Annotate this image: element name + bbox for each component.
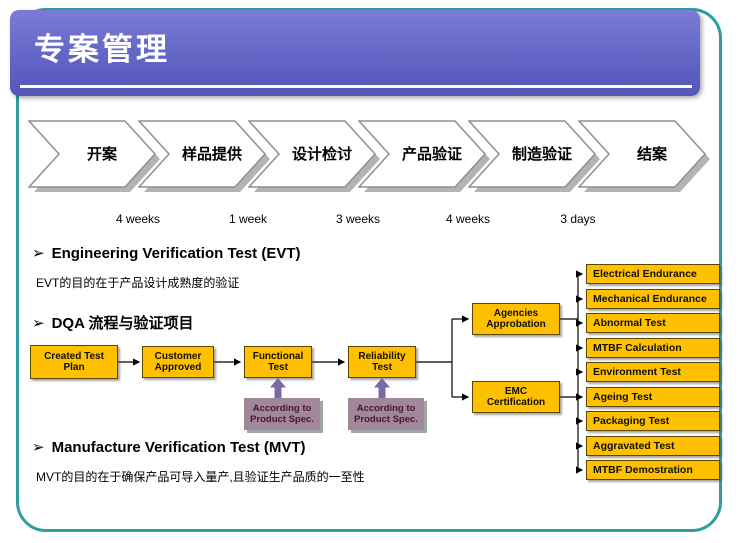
process-step: 产品验证 xyxy=(358,120,492,194)
flow-node-reliability-test: Reliability Test xyxy=(348,346,416,378)
process-step-label: 产品验证 xyxy=(401,145,462,163)
arrow-bullet-icon: ➢ xyxy=(32,244,45,262)
test-box: Mechanical Endurance xyxy=(586,289,720,309)
process-step: 结案 xyxy=(578,120,712,194)
slide-title: 专案管理 xyxy=(34,32,170,68)
duration-label: 3 weeks xyxy=(335,212,381,226)
mvt-heading: ➢ Manufacture Verification Test (MVT) xyxy=(32,438,306,456)
slide-border xyxy=(16,8,722,532)
test-box: Abnormal Test xyxy=(586,313,720,333)
dqa-heading-text: DQA 流程与验证项目 xyxy=(51,315,194,332)
process-step-label: 样品提供 xyxy=(181,145,242,163)
process-step: 样品提供 xyxy=(138,120,272,194)
process-step: 设计检讨 xyxy=(248,120,382,194)
chevron-shape xyxy=(468,120,600,192)
process-flow: 开案 样品提供 设计检讨 产品验证 xyxy=(28,120,728,210)
test-box: Environment Test xyxy=(586,362,720,382)
dqa-heading: ➢ DQA 流程与验证项目 xyxy=(32,312,194,333)
title-underline xyxy=(20,85,692,88)
duration-label: 4 weeks xyxy=(445,212,491,226)
process-step: 制造验证 xyxy=(468,120,602,194)
test-box: Packaging Test xyxy=(586,411,720,431)
evt-heading-text: Engineering Verification Test (EVT) xyxy=(51,245,301,262)
mvt-description: MVT的目的在于确保产品可导入量产,且验证生产品质的一至性 xyxy=(36,470,365,484)
evt-description: EVT的目的在于产品设计成熟度的验证 xyxy=(36,276,240,290)
process-step: 开案 xyxy=(28,120,162,194)
chevron-shape xyxy=(248,120,380,192)
test-box: Electrical Endurance xyxy=(586,264,720,284)
test-box: Ageing Test xyxy=(586,387,720,407)
process-step-label: 设计检讨 xyxy=(291,145,352,163)
process-step-label: 制造验证 xyxy=(511,145,572,163)
chevron-shape xyxy=(138,120,270,192)
test-box: Aggravated Test xyxy=(586,436,720,456)
flow-node-emc-certification: EMC Certification xyxy=(472,381,560,413)
chevron-shape xyxy=(28,120,160,192)
test-box: MTBF Demostration xyxy=(586,460,720,480)
duration-label: 4 weeks xyxy=(115,212,161,226)
callout-product-spec: According to Product Spec. xyxy=(244,398,320,430)
flow-node-customer-approved: Customer Approved xyxy=(142,346,214,378)
arrow-bullet-icon: ➢ xyxy=(32,314,45,332)
chevron-shape xyxy=(578,120,710,192)
chevron-shape xyxy=(358,120,490,192)
flow-node-functional-test: Functional Test xyxy=(244,346,312,378)
test-box: MTBF Calculation xyxy=(586,338,720,358)
mvt-heading-text: Manufacture Verification Test (MVT) xyxy=(51,439,306,456)
process-step-label: 结案 xyxy=(636,145,667,163)
title-bar: 专案管理 xyxy=(10,10,700,96)
flow-node-agencies-approbation: Agencies Approbation xyxy=(472,303,560,335)
flow-node-created-test-plan: Created Test Plan xyxy=(30,345,118,379)
arrow-bullet-icon: ➢ xyxy=(32,438,45,456)
duration-label: 3 days xyxy=(560,212,596,226)
duration-label: 1 week xyxy=(228,212,268,226)
evt-heading: ➢ Engineering Verification Test (EVT) xyxy=(32,244,301,262)
callout-product-spec: According to Product Spec. xyxy=(348,398,424,430)
process-step-label: 开案 xyxy=(86,145,117,163)
